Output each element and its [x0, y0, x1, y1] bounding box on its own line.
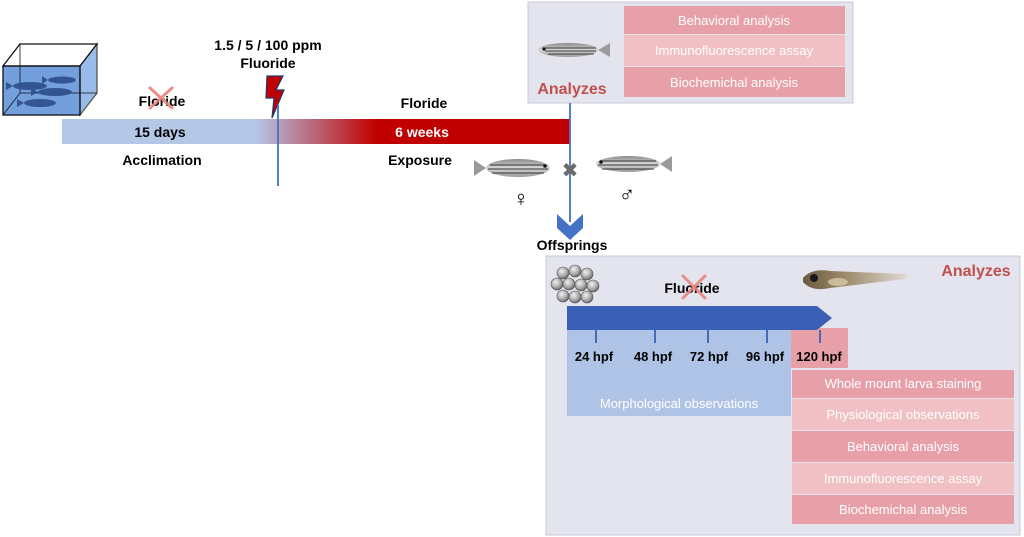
male-fish-icon [596, 156, 672, 172]
timepoint-120hpf: 120 hpf [796, 349, 842, 364]
timepoint-72hpf: 72 hpf [690, 349, 729, 364]
timepoint-96hpf: 96 hpf [746, 349, 785, 364]
larva-icon [803, 270, 909, 290]
adult-fish-icon [538, 43, 610, 57]
dose-compound-label: Fluoride [240, 55, 295, 71]
larva-analysis-box-1 [792, 370, 1014, 398]
larva-analysis-behavioral: Behavioral analysis [847, 439, 960, 454]
morphology-label: Morphological observations [600, 396, 759, 411]
larva-analysis-box-4 [792, 463, 1014, 494]
adult-analyzes-title: Analyzes [537, 81, 606, 98]
exposure-duration: 6 weeks [395, 124, 449, 140]
larva-analysis-box-2 [792, 399, 1014, 430]
adult-analysis-biochemical: Biochemichal analysis [670, 75, 798, 90]
eggs-icon [550, 264, 600, 304]
offspring-analyzes-title: Analyzes [941, 263, 1010, 280]
female-fish-icon [474, 159, 550, 177]
dose-concentration-label: 1.5 / 5 / 100 ppm [214, 37, 321, 53]
larva-analysis-biochemical: Biochemichal analysis [839, 502, 967, 517]
acclimation-label: Acclimation [122, 152, 201, 168]
fluoride-exposure-label: Floride [401, 95, 448, 111]
exposure-label: Exposure [388, 152, 452, 168]
female-symbol: ♀ [513, 186, 530, 211]
mating-cross-icon: ✖ [562, 160, 579, 182]
adult-analysis-immunofluorescence: Immunofluorescence assay [655, 43, 814, 58]
aquarium-icon [1, 42, 99, 117]
lightning-bolt-icon [265, 75, 285, 119]
morphology-box [567, 330, 791, 416]
larva-analysis-immunofluorescence: Immunofluorescence assay [824, 471, 983, 486]
timeline-bar [62, 119, 570, 144]
adult-analysis-box-2 [624, 35, 845, 66]
offspring-cross-out-icon [681, 274, 707, 300]
timepoint-48hpf: 48 hpf [634, 349, 673, 364]
adult-analysis-box-1 [624, 6, 845, 34]
timepoint-ticks [595, 330, 821, 343]
cross-out-icon [148, 86, 174, 110]
timepoint-24hpf: 24 hpf [575, 349, 614, 364]
larva-analysis-box-3 [792, 431, 1014, 462]
offsprings-label: Offsprings [537, 237, 608, 253]
acclimation-duration: 15 days [134, 124, 186, 140]
offspring-arrow-icon [557, 214, 583, 240]
larva-analysis-staining: Whole mount larva staining [825, 376, 982, 391]
male-symbol: ♂ [619, 182, 636, 207]
larva-analysis-physiological: Physiological observations [826, 407, 980, 422]
adult-analysis-behavioral: Behavioral analysis [678, 13, 791, 28]
larva-analysis-box-5 [792, 495, 1014, 524]
adult-analysis-box-3 [624, 67, 845, 97]
development-arrow [567, 306, 832, 330]
